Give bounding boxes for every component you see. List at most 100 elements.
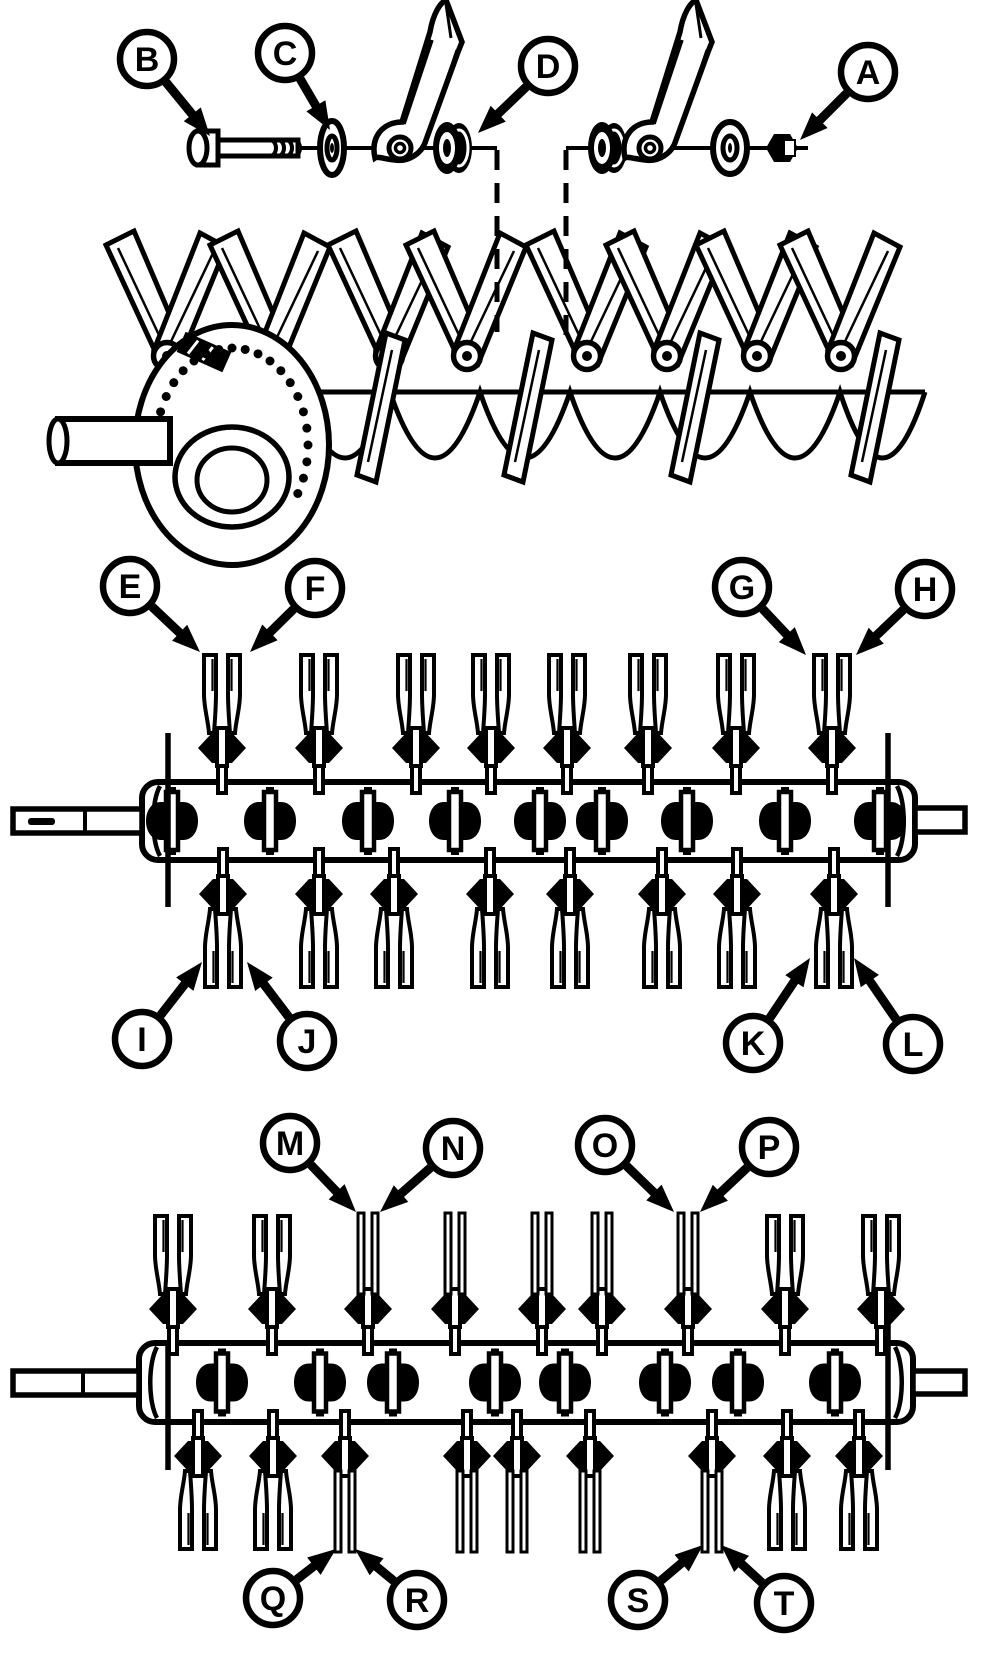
bolt-slot [531,789,549,853]
paddle-blade-pair [810,847,858,989]
callout-arrowhead [380,1185,409,1212]
callout-arrowhead [328,1184,356,1212]
disc-rim-hole [156,407,166,417]
paddle-blade-outline [323,653,339,735]
paddle-blade-pair [295,847,343,989]
bolt-slot-cap [661,1348,669,1354]
rotor-plan-view-upper [10,653,968,989]
knife-blade-pair [664,1211,712,1356]
bolt-lobe-left [576,802,596,840]
callout-circle [574,1114,636,1176]
mount-bolt-slot [729,726,743,768]
hanging-blade-outline [668,329,722,486]
paddle-blade [276,1214,292,1296]
mount-bolt-slot [510,1436,524,1478]
knife-blade-pair [518,1211,566,1356]
paddle-blade [277,1469,293,1551]
paddle-blade [203,907,219,989]
paddle-blade [323,653,339,735]
paddle-blade-pair [808,653,856,795]
paddle-blade [571,653,587,735]
bolt-lobe-left [244,802,264,840]
paddle-blade [226,653,242,735]
bolt-slot-cap [491,1411,499,1417]
mount-bolt-slot [338,1436,352,1478]
disc-rim-hole [303,440,313,450]
paddle-blade [177,1214,193,1296]
callout-circle [284,557,346,619]
callout-circle [111,1008,173,1070]
drum-mount-bolt [342,787,394,855]
callout-arrowhead [721,1545,750,1573]
knife-blade-left [356,1211,366,1296]
paddle-blade-outline [863,1469,879,1551]
knife-blade-right [519,1469,529,1554]
washer-hole-core [330,143,334,153]
paddle-blade [398,907,414,989]
paddle-blade-outline [861,1214,877,1296]
knife-blade-pair [443,1409,491,1554]
disc-hub-inner [194,445,270,515]
callout-arrowhead [674,1545,703,1572]
knife-blade-right [544,1211,554,1296]
bolt-lobe-right [671,1363,691,1402]
paddle-blade [299,653,315,735]
blade-bolt-hole [636,134,664,162]
disc-rim-hole [293,489,303,498]
bolt-lobe-right [374,802,394,840]
callout-arrowhead [700,1184,728,1212]
bolt-slot-cap [266,787,274,792]
knife-blade-right [690,1211,700,1296]
paddle-blade [740,653,756,735]
callout-letter: E [119,568,142,606]
bolt-slot [556,1351,574,1414]
blade-bolt-hole-inner [643,141,657,155]
callout-circle [242,1567,304,1629]
bolt-lobe-right [228,1363,248,1402]
bolt-slot-cap [561,1348,569,1354]
callout-letter: O [592,1127,618,1165]
drum-mount-bolt [576,787,628,855]
bolt-lobe-right [326,1363,346,1402]
flail-blade-part [371,0,465,164]
blade-bolt-hole [386,134,414,162]
callout-circle [259,1112,321,1174]
rotor-drum [136,1340,916,1425]
bolt-slot-cap [876,787,884,792]
paddle-blade-outline [716,653,732,735]
perspective-rotor-view [46,227,928,568]
paddle-blade [374,907,390,989]
paddle-blade-pair [546,847,594,989]
paddle-blade-pair [295,653,343,795]
paddle-blade-outline [252,1214,268,1296]
knife-blade-pair [344,1211,392,1356]
knife-blade-right [592,1469,602,1554]
bolt-lobe-left [514,802,534,840]
callout-e: E [99,555,200,652]
drum-mount-bolt [196,1348,248,1417]
drum-mount-bolt [514,787,566,855]
bolt-slot-cap [831,1348,839,1354]
input-shaft [55,416,173,466]
mount-bolt-slot [312,726,326,768]
callout-letter: P [758,1129,781,1167]
callout-arrow-line [296,76,323,114]
mount-bolt-slot [705,1436,719,1478]
cluster-blade-right-line [464,250,516,353]
bolt-lobe-right [461,802,481,840]
bolt-lobe-left [469,1363,489,1402]
knife-blade-right [347,1469,357,1554]
callout-arrowhead [646,1184,674,1212]
bolt-slot-cap [266,850,274,855]
paddle-blade [863,1469,879,1551]
callout-letter: H [913,571,938,609]
callout-circle [99,555,161,617]
blade-bolt-hole-inner [393,141,407,155]
bolt-lobe-left [367,1363,387,1402]
disc-rim-hole [302,457,312,467]
mount-bolt-slot [265,1287,279,1329]
paddle-blade [420,653,436,735]
callout-letter: T [774,1585,795,1623]
knife-blade-right [370,1211,380,1296]
